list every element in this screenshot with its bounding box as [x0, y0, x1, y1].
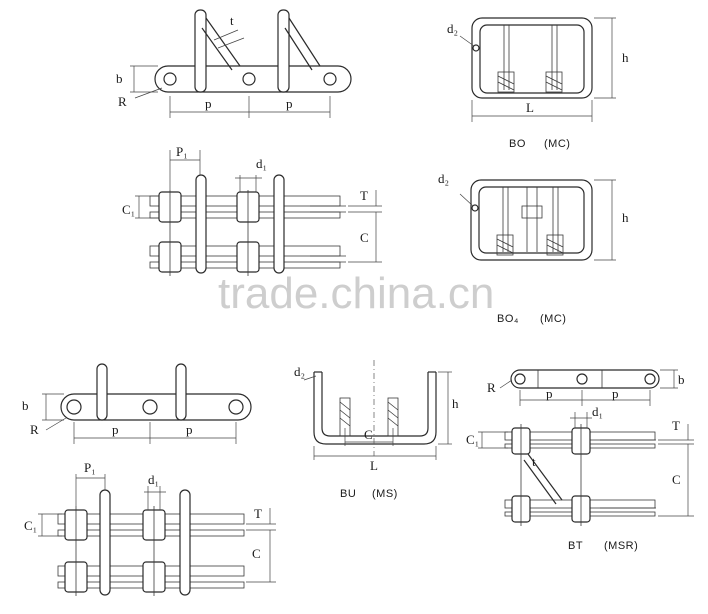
- label-p-bt-left: p: [546, 386, 553, 401]
- label-d2-bo4: d₂: [438, 171, 449, 186]
- label-r-bt: R: [487, 380, 496, 395]
- label-c-bu: C: [364, 427, 373, 442]
- label-b-bl: b: [22, 398, 29, 413]
- label-r-bl: R: [30, 422, 39, 437]
- label-d1-bt: d₁: [592, 404, 603, 419]
- label-t-mid: T: [360, 188, 368, 203]
- label-h-bu: h: [452, 396, 459, 411]
- bo4-frame-drawing: [459, 179, 616, 261]
- label-b: b: [116, 71, 123, 86]
- label-d1-mid: d₁: [256, 156, 267, 171]
- label-h-bo4: h: [622, 210, 629, 225]
- label-c-bt: C: [672, 472, 681, 487]
- label-thickness-bt: t: [532, 454, 536, 469]
- caption-bt-code: BT: [568, 540, 583, 552]
- label-h-bo: h: [622, 50, 629, 65]
- caption-bo-code: BO: [509, 138, 526, 150]
- label-t: t: [230, 13, 234, 28]
- caption-bo4-name: (MC): [540, 313, 566, 325]
- label-c1-bl: C₁: [24, 518, 37, 533]
- label-p1-mid: P₁: [176, 144, 188, 159]
- bo-frame-drawing: [459, 17, 616, 122]
- label-p1-bl: P₁: [84, 460, 96, 475]
- label-c1-bt: C₁: [466, 432, 479, 447]
- label-d1-bl: d₁: [148, 472, 159, 487]
- label-p-right: p: [286, 96, 293, 111]
- caption-bu-code: BU: [340, 488, 356, 500]
- label-p-bt-right: p: [612, 386, 619, 401]
- label-c1-mid: C₁: [122, 202, 135, 217]
- label-p-left: p: [205, 96, 212, 111]
- bu-bracket-drawing: [303, 360, 452, 460]
- bottom-left-side-view: [42, 363, 252, 444]
- label-l-bo: L: [526, 100, 534, 115]
- label-d2-bu: d₂: [294, 364, 305, 379]
- top-left-side-view: [130, 9, 352, 118]
- label-c-bl: C: [252, 546, 261, 561]
- label-t-bt: T: [672, 418, 680, 433]
- label-c-mid: C: [360, 230, 369, 245]
- label-r: R: [118, 94, 127, 109]
- label-b-bt: b: [678, 372, 685, 387]
- caption-bt-name: (MSR): [604, 540, 638, 552]
- caption-bo4-code: BO₄: [497, 313, 519, 325]
- bt-side-view: [499, 369, 678, 406]
- label-d2-bo: d₂: [447, 21, 458, 36]
- caption-bo-name: (MC): [544, 138, 570, 150]
- middle-left-top-view: [135, 150, 382, 276]
- label-l-bu: L: [370, 458, 378, 473]
- bottom-left-top-view: [38, 474, 276, 596]
- watermark-text: trade.china.cn: [218, 269, 494, 318]
- caption-bu-name: (MS): [372, 488, 398, 500]
- bt-top-view: [478, 412, 694, 526]
- label-t-bl: T: [254, 506, 262, 521]
- label-p-bl-left: p: [112, 422, 119, 437]
- label-p-bl-right: p: [186, 422, 193, 437]
